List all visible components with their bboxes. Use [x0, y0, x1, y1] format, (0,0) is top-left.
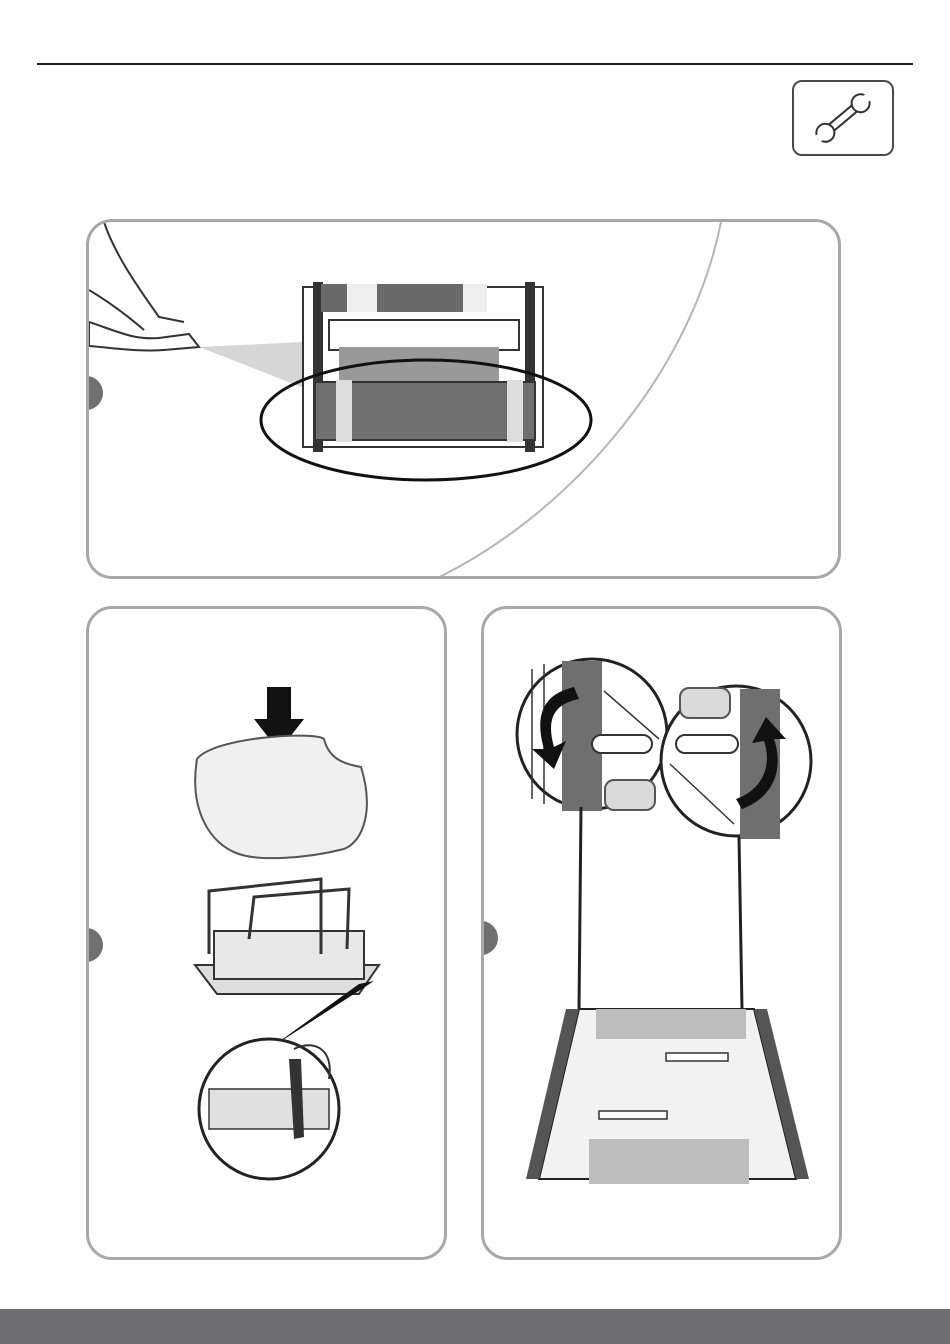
- track-rotation-illustration: [484, 609, 842, 1260]
- label-pill-upper: [679, 687, 731, 719]
- track-rotation-panel: [481, 606, 842, 1260]
- wrench-icon: [808, 90, 878, 146]
- label-pill-lower: [604, 779, 656, 811]
- maintenance-badge: [792, 80, 894, 156]
- filter-basket-panel: [86, 606, 447, 1260]
- footer-bar: [0, 1309, 950, 1344]
- filter-basket-illustration: [89, 609, 447, 1260]
- hose-spray-illustration: [89, 222, 841, 579]
- top-rule: [37, 63, 913, 65]
- brush-rinse-panel: [86, 219, 841, 579]
